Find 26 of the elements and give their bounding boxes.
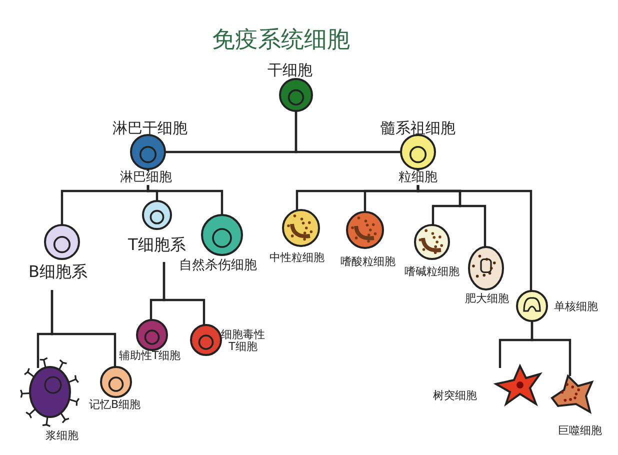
cell-label: 辅助性T细胞 bbox=[119, 350, 181, 362]
cell-label: 中性粒细胞 bbox=[270, 252, 324, 264]
cell-label: 嗜酸粒细胞 bbox=[340, 256, 396, 268]
connector-line bbox=[294, 111, 401, 154]
cell-label: 干细胞 bbox=[268, 62, 312, 79]
cell-label: 肥大细胞 bbox=[465, 292, 509, 306]
title: 免疫系统细胞 bbox=[212, 26, 350, 55]
branch-label: 粒细胞 bbox=[398, 171, 438, 186]
branch-label: 淋巴细胞 bbox=[119, 171, 173, 186]
cell-label: B细胞系 bbox=[28, 263, 88, 282]
cell-label: 浆细胞 bbox=[46, 430, 78, 442]
cell-label: 自然杀伤细胞 bbox=[179, 258, 257, 274]
cell-label: 嗜碱粒细胞 bbox=[404, 266, 460, 278]
connector-line bbox=[416, 169, 532, 291]
cell-label: 淋巴干细胞 bbox=[112, 120, 188, 137]
cell-label: 单核细胞 bbox=[554, 300, 598, 314]
connector-line bbox=[162, 262, 206, 325]
cell-label: T细胞系 bbox=[128, 236, 186, 254]
cell-label: 树突细胞 bbox=[433, 390, 477, 402]
connector-line bbox=[50, 290, 116, 367]
cell-label: 细胞毒性T细胞 bbox=[220, 328, 266, 354]
cell-label: 记忆B细胞 bbox=[89, 398, 141, 412]
connector-line bbox=[530, 321, 572, 376]
cell-label: 巨噬细胞 bbox=[558, 424, 602, 438]
cell-label: 髓系祖细胞 bbox=[380, 120, 456, 137]
connector-line bbox=[146, 169, 224, 215]
